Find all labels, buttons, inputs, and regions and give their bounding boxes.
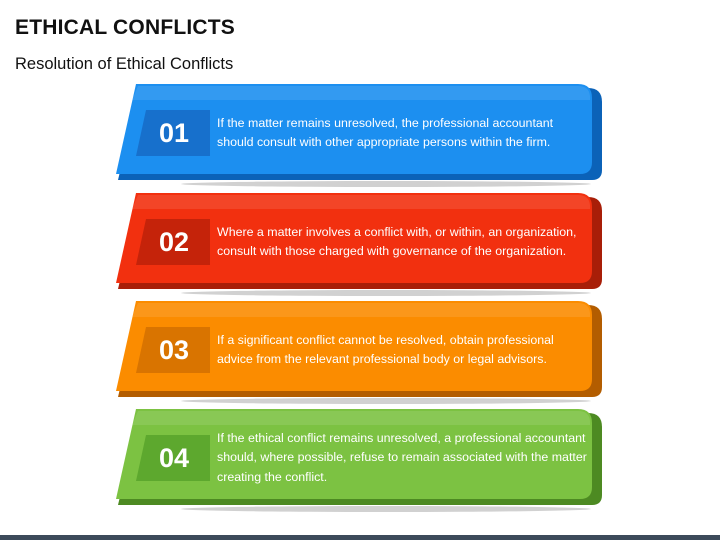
card-highlight: [132, 303, 590, 317]
number-badge: [136, 435, 210, 481]
step-card-3: 03 If a significant conflict cannot be r…: [116, 301, 604, 404]
card-highlight: [132, 86, 590, 100]
step-description: If the ethical conflict remains unresolv…: [217, 430, 587, 484]
card-shadow: [181, 506, 591, 512]
step-number: 03: [158, 334, 190, 365]
footer-bar: [0, 535, 720, 540]
card-face: [116, 84, 592, 174]
step-description: Where a matter involves a conflict with,…: [217, 224, 577, 259]
step-description: If a significant conflict cannot be reso…: [217, 332, 554, 367]
card-shape: [116, 409, 602, 512]
step-card-2: 02 Where a matter involves a conflict wi…: [116, 193, 604, 296]
step-number: 01: [158, 117, 190, 148]
card-shape: [116, 84, 602, 187]
step-number: 04: [158, 442, 190, 473]
card-highlight: [132, 411, 590, 425]
step-number: 02: [158, 226, 190, 257]
step-card-1: 01 If the matter remains unresolved, the…: [116, 84, 604, 187]
card-shadow: [181, 181, 591, 187]
card-shadow: [181, 290, 591, 296]
card-highlight: [132, 195, 590, 209]
page-subtitle: Resolution of Ethical Conflicts: [15, 55, 234, 73]
page-title: ETHICAL CONFLICTS: [15, 16, 236, 39]
card-shadow: [181, 398, 591, 404]
number-badge: [136, 219, 210, 265]
step-card-4: 04 If the ethical conflict remains unres…: [116, 409, 604, 512]
card-shape: [116, 193, 602, 296]
card-face: [116, 409, 592, 499]
number-badge: [136, 110, 210, 156]
card-face: [116, 193, 592, 283]
step-description: If the matter remains unresolved, the pr…: [217, 115, 554, 150]
card-face: [116, 301, 592, 391]
number-badge: [136, 327, 210, 373]
card-shape: [116, 301, 602, 404]
